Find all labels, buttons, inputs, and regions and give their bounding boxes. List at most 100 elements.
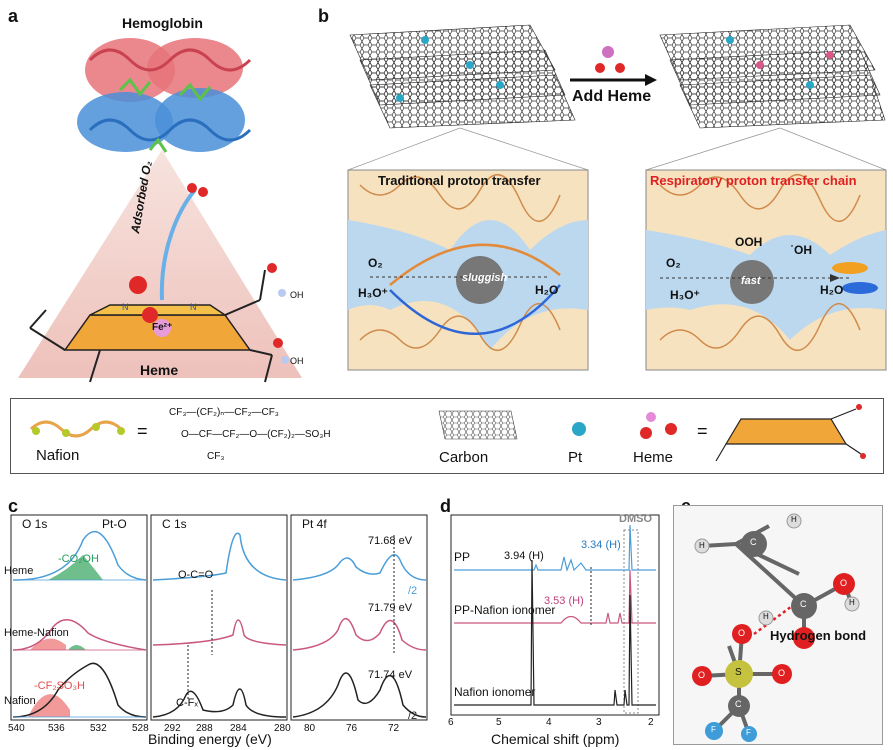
- add-heme-label: Add Heme: [572, 88, 652, 105]
- atom-c-label: C: [800, 599, 807, 609]
- pt4f-title: Pt 4f: [302, 517, 327, 531]
- pt-value-heme: 71.68 eV: [368, 535, 413, 547]
- right-h3o-label: H₃O⁺: [670, 288, 700, 302]
- o1s-frame: [10, 514, 148, 721]
- respiratory-title: Respiratory proton transfer chain: [650, 173, 857, 188]
- pto-label: Pt-O: [102, 517, 127, 531]
- sample-label-heme-nafion: Heme-Nafion: [4, 627, 69, 639]
- adsorption-arrow: [159, 188, 197, 301]
- cf2so3h-fill-mid: [30, 638, 66, 650]
- cooh-label: -CO₂OH: [58, 553, 99, 565]
- pt4f-heme-curve: [292, 554, 427, 581]
- hydrogen-atom-icon: [694, 538, 710, 554]
- carbon-sheet-icon: [438, 410, 518, 440]
- pt-value-heme-nafion: 71.79 eV: [368, 602, 413, 614]
- atom-f-label: F: [746, 728, 751, 737]
- o1s-tick: 536: [48, 723, 65, 734]
- o1s-nafion-curve: [12, 662, 147, 718]
- atom-o-label: O: [778, 668, 786, 678]
- carbon-atom-icon: [728, 695, 750, 717]
- nmr-tick: 2: [648, 717, 654, 728]
- atom-o-label: O: [698, 670, 706, 680]
- panel-a: Hemoglobin Adsorbed O₂ Fe²⁺ N N OH OH He…: [10, 10, 310, 390]
- carbon-legend-label: Carbon: [439, 449, 489, 466]
- cf2so3h-label: -CF₂SO₃H: [34, 680, 85, 692]
- nmr-peak-pp: 3.34 (H): [581, 539, 621, 551]
- dmso-label: DMSO: [619, 513, 652, 525]
- hydrogen-atom-icon: [758, 610, 774, 626]
- carbon-sheets-left: [349, 24, 576, 129]
- nmr-label-nafion: Nafion ionomer: [454, 685, 536, 699]
- nitrogen-label: N: [190, 302, 197, 312]
- atom-h-label: H: [791, 515, 797, 524]
- right-h2o-label: H₂O: [820, 283, 844, 297]
- legend-box: Nafion = CF₃—(CF₂)ₙ—CF₂—CF₃ O—CF—CF₂—O—(…: [10, 398, 884, 474]
- nafion-chain-icon: [29, 420, 123, 438]
- nmr-label-pp: PP: [454, 550, 471, 564]
- left-o2-label: O₂: [368, 256, 383, 270]
- atom-c-label: C: [735, 699, 742, 709]
- panel-a-graphic: [18, 38, 302, 383]
- o1s-tick: 528: [132, 723, 149, 734]
- o2-atom-icon: [198, 187, 208, 197]
- oco-label: O-C=O: [178, 569, 214, 581]
- heme-legend-label: Heme: [633, 449, 674, 466]
- nitrogen-label: N: [122, 302, 129, 312]
- car-icon: [842, 282, 878, 294]
- c1s-frame: [150, 514, 288, 721]
- c1s-heme-nafion-curve: [152, 619, 287, 646]
- traditional-title: Traditional proton transfer: [378, 173, 541, 188]
- oxygen-atom-icon: [833, 573, 855, 595]
- sample-label-heme: Heme: [4, 565, 34, 577]
- o1s-heme-curve: [12, 530, 147, 581]
- car-icon: [832, 262, 868, 274]
- nmr-tick: 5: [496, 717, 502, 728]
- fast-particle-icon: [730, 260, 774, 304]
- hydrogen-bond-label: Hydrogen bond: [770, 628, 867, 643]
- atom-f-label: F: [711, 725, 716, 734]
- nmr-tick: 6: [448, 717, 454, 728]
- heme-title: Heme: [140, 362, 179, 378]
- atom-h-label: H: [699, 541, 705, 550]
- atom-o-label: O: [800, 632, 808, 642]
- panel-e: C H H C O H O H O S O O C F F Hydrogen b…: [673, 505, 883, 745]
- oxygen-atom-icon: [692, 666, 712, 686]
- c1s-tick: 292: [164, 723, 181, 734]
- cfx-label: C-Fₓ: [176, 697, 198, 709]
- nmr-tick: 3: [596, 717, 602, 728]
- o1s-tick: 540: [8, 723, 25, 734]
- panel-b: Add Heme Traditional proton transfer Res…: [330, 10, 890, 390]
- fe-center-icon: [153, 319, 171, 337]
- panel-label-b: b: [318, 6, 329, 26]
- legend-graphics: [29, 404, 866, 462]
- c1s-heme-curve: [152, 532, 287, 581]
- hydrogen-atom-icon: [844, 596, 860, 612]
- carbon-atom-icon: [791, 593, 817, 619]
- sluggish-label: sluggish: [462, 272, 508, 284]
- hydroxyl-label: OH: [290, 290, 304, 300]
- oxygen-atom-icon: [732, 624, 752, 644]
- nmr-peak-pp-nafion: 3.53 (H): [544, 595, 584, 607]
- left-h3o-label: H₃O⁺: [358, 286, 388, 300]
- equals-sign: =: [137, 421, 148, 441]
- pt4f-tick: 76: [346, 723, 358, 734]
- fast-label: fast: [741, 275, 761, 287]
- div2-top: /2: [408, 585, 418, 597]
- hydroxyl-label: OH: [290, 356, 304, 366]
- nafion-legend-label: Nafion: [36, 447, 80, 464]
- panel-b-graphic: [347, 24, 887, 371]
- nmr-plot: [450, 514, 660, 716]
- heme-icon: [602, 46, 614, 58]
- atom-o-label: O: [738, 628, 746, 638]
- cooh-fill: [48, 555, 103, 580]
- formula-line-1: CF₃—(CF₂)ₙ—CF₂—CF₃: [169, 407, 279, 418]
- carbon-atom-icon: [741, 531, 767, 557]
- o2-atom-icon: [187, 183, 197, 193]
- dmso-box: [623, 529, 639, 714]
- pt-value-nafion: 71.74 eV: [368, 669, 413, 681]
- ooh-label: OOH: [735, 235, 763, 249]
- pt4f-nafion-curve: [292, 672, 427, 718]
- formula-line-3: CF₃: [207, 451, 225, 462]
- formula-line-2: O—CF—CF₂—O—(CF₂)₂—SO₃H: [181, 429, 331, 440]
- panel-d: DMSO PP PP-Nafion ionomer Nafion ionomer…: [446, 505, 666, 747]
